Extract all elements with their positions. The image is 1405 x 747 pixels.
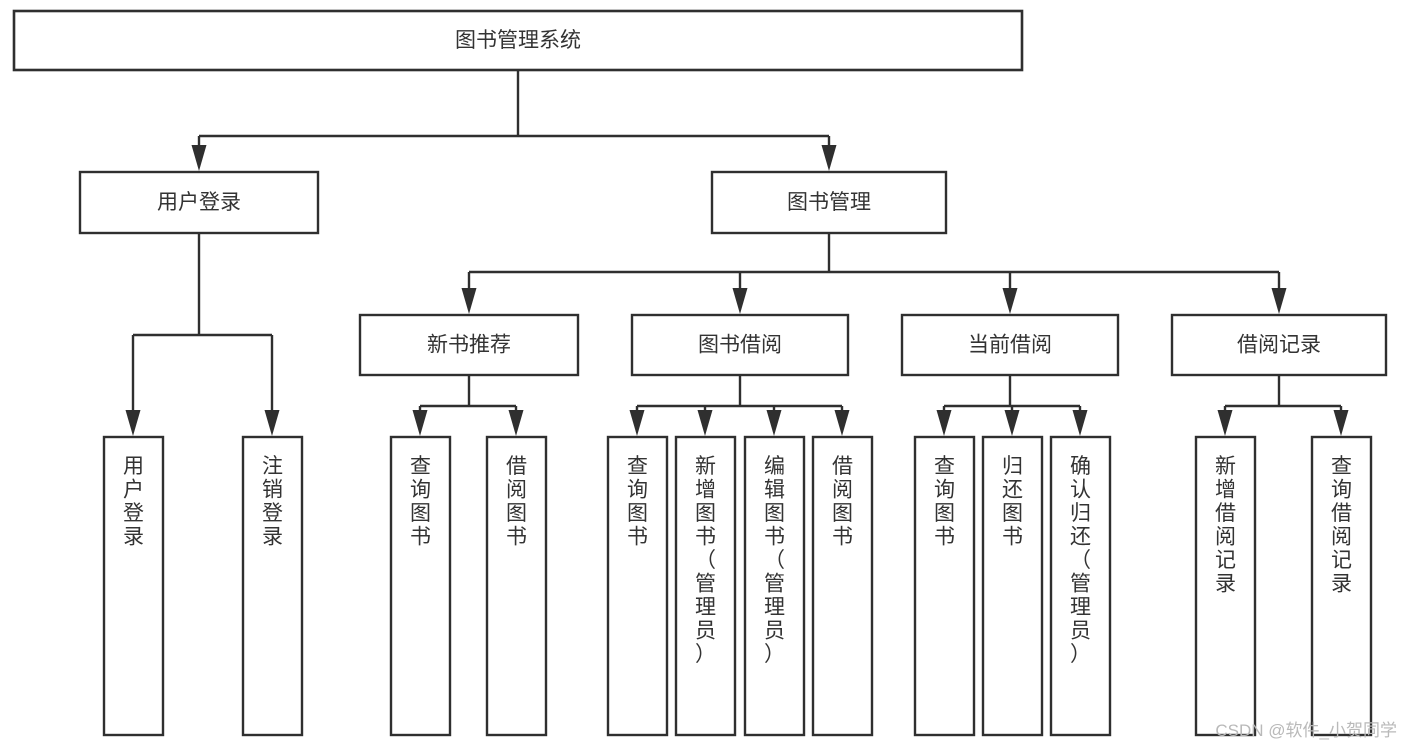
arrow-head-icon: [191, 145, 207, 171]
arrow-head-icon: [1004, 410, 1020, 436]
level2-node-1[interactable]: 图书借阅: [630, 313, 850, 377]
leaf-node-box[interactable]: [1310, 435, 1373, 737]
arrow-head-icon: [821, 145, 837, 171]
connector-new-book-to-leaves: [412, 375, 524, 436]
level2-node-2[interactable]: 当前借阅: [900, 313, 1120, 377]
leaf-node-label: 查询图书: [934, 454, 955, 548]
leaf-node-8[interactable]: 查询图书: [913, 435, 976, 737]
connector-user-login-to-leaves: [125, 233, 280, 436]
leaf-node-box[interactable]: [102, 435, 165, 737]
arrow-head-icon: [732, 288, 748, 314]
level2-node-0[interactable]: 新书推荐: [358, 313, 580, 377]
leaf-node-label: 归还图书: [1002, 454, 1023, 548]
connector-layer: [125, 70, 1349, 436]
leaf-node-label: 确认归还（管理员）: [1070, 454, 1091, 665]
leaf-node-6[interactable]: 编辑图书（管理员）: [743, 435, 806, 737]
leaf-node-0[interactable]: 用户登录: [102, 435, 165, 737]
level2-node-3[interactable]: 借阅记录: [1170, 313, 1388, 377]
leaf-node-label: 注销登录: [262, 454, 283, 548]
level1-node-label: 用户登录: [157, 191, 241, 214]
level2-node-label: 借阅记录: [1237, 334, 1321, 357]
connector-borrow-to-leaves: [629, 375, 850, 436]
leaf-node-label: 编辑图书（管理员）: [764, 454, 785, 665]
arrow-head-icon: [1271, 288, 1287, 314]
arrow-head-icon: [264, 410, 280, 436]
arrow-head-icon: [1002, 288, 1018, 314]
leaf-node-5[interactable]: 新增图书（管理员）: [674, 435, 737, 737]
level2-node-box[interactable]: [630, 313, 850, 377]
arrow-head-icon: [834, 410, 850, 436]
leaf-node-label: 查询图书: [410, 454, 431, 548]
arrow-head-icon: [629, 410, 645, 436]
level1-node-0[interactable]: 用户登录: [78, 170, 320, 235]
level1-node-label: 图书管理: [787, 191, 871, 214]
level2-node-label: 当前借阅: [968, 334, 1052, 357]
leaf-node-box[interactable]: [389, 435, 452, 737]
level2-node-label: 图书借阅: [698, 334, 782, 357]
connector-root-to-level1: [191, 70, 837, 171]
leaf-node-box[interactable]: [913, 435, 976, 737]
leaf-node-4[interactable]: 查询图书: [606, 435, 669, 737]
leaf-node-box[interactable]: [485, 435, 548, 737]
leaf-node-box[interactable]: [811, 435, 874, 737]
level1-node-box[interactable]: [78, 170, 320, 235]
leaf-node-10[interactable]: 确认归还（管理员）: [1049, 435, 1112, 737]
leaf-node-label: 查询图书: [627, 454, 648, 548]
arrow-head-icon: [461, 288, 477, 314]
leaf-node-7[interactable]: 借阅图书: [811, 435, 874, 737]
arrow-head-icon: [936, 410, 952, 436]
level1-node-box[interactable]: [710, 170, 948, 235]
leaf-node-11[interactable]: 新增借阅记录: [1194, 435, 1257, 737]
arrow-head-icon: [1333, 410, 1349, 436]
leaf-node-3[interactable]: 借阅图书: [485, 435, 548, 737]
leaf-node-box[interactable]: [1049, 435, 1112, 737]
leaf-node-1[interactable]: 注销登录: [241, 435, 304, 737]
leaf-node-2[interactable]: 查询图书: [389, 435, 452, 737]
leaf-node-label: 借阅图书: [506, 454, 527, 548]
level2-node-box[interactable]: [358, 313, 580, 377]
leaf-node-box[interactable]: [743, 435, 806, 737]
arrow-head-icon: [1217, 410, 1233, 436]
arrow-head-icon: [1072, 410, 1088, 436]
leaf-node-12[interactable]: 查询借阅记录: [1310, 435, 1373, 737]
level2-node-box[interactable]: [900, 313, 1120, 377]
node-layer: 图书管理系统用户登录图书管理新书推荐图书借阅当前借阅借阅记录用户登录注销登录查询…: [12, 9, 1388, 737]
connector-borrow-record-to-leaves: [1217, 375, 1349, 436]
leaf-node-box[interactable]: [606, 435, 669, 737]
arrow-head-icon: [697, 410, 713, 436]
arrow-head-icon: [412, 410, 428, 436]
arrow-head-icon: [766, 410, 782, 436]
arrow-head-icon: [125, 410, 141, 436]
leaf-node-box[interactable]: [981, 435, 1044, 737]
arrow-head-icon: [508, 410, 524, 436]
leaf-node-box[interactable]: [1194, 435, 1257, 737]
leaf-node-box[interactable]: [674, 435, 737, 737]
leaf-node-label: 查询借阅记录: [1331, 454, 1352, 595]
leaf-node-label: 新增图书（管理员）: [695, 454, 716, 665]
level2-node-label: 新书推荐: [427, 334, 511, 357]
root-node-0[interactable]: 图书管理系统: [12, 9, 1024, 72]
level1-node-1[interactable]: 图书管理: [710, 170, 948, 235]
leaf-node-label: 用户登录: [123, 454, 144, 548]
leaf-node-box[interactable]: [241, 435, 304, 737]
leaf-node-label: 借阅图书: [832, 454, 853, 548]
leaf-node-9[interactable]: 归还图书: [981, 435, 1044, 737]
root-node-box[interactable]: [12, 9, 1024, 72]
connector-current-borrow-to-leaves: [936, 375, 1088, 436]
connector-book-manage-to-level2: [461, 233, 1287, 314]
root-node-label: 图书管理系统: [455, 29, 581, 52]
level2-node-box[interactable]: [1170, 313, 1388, 377]
leaf-node-label: 新增借阅记录: [1215, 454, 1236, 595]
